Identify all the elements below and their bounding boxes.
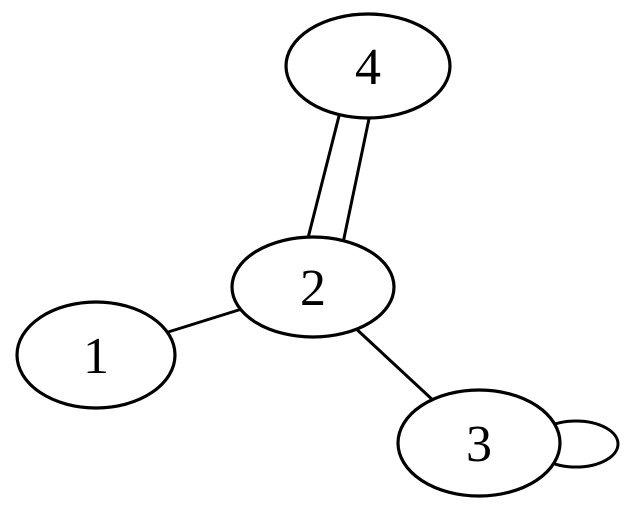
graph-node-label-3: 3 [466,416,492,473]
graph-node-label-1: 1 [83,328,109,385]
edge-4-2-line1 [305,110,342,244]
graph-node-label-2: 2 [300,260,326,317]
graph-node-label-4: 4 [355,39,381,96]
edge-4-2-line2 [341,112,372,245]
graph-node-3 [396,388,562,498]
graph-node-2 [230,235,396,339]
graph-node-1 [15,300,177,410]
edge-2-1 [163,306,247,335]
edge-2-3 [350,323,438,405]
graph-node-4 [284,12,452,120]
